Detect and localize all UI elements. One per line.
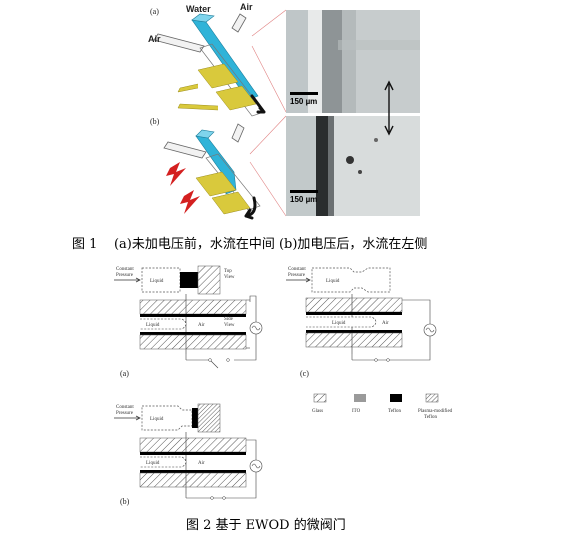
fig2a-label: (a) [120, 369, 129, 378]
figure2-caption: 图 2 基于 EWOD 的微阀门 [186, 518, 346, 533]
fig2b-label: (b) [120, 497, 130, 506]
legend-swatch-glass [313, 393, 327, 403]
figure1-caption-text: (a)未加电压前，水流在中间 (b)加电压后，水流在左侧 [113, 237, 428, 252]
liquid-label-c: Liquid [332, 321, 346, 326]
air-label-top: Air [240, 2, 253, 12]
figure1-caption: 图 1 (a)未加电压前，水流在中间 (b)加电压后，水流在左侧 [72, 233, 427, 252]
liquid-label-b-top: Liquid [150, 417, 164, 422]
micrograph-b: 150 µm [286, 116, 420, 216]
air-label-a: Air [198, 323, 205, 328]
legend-teflon: Teflon [388, 409, 401, 414]
fig1b-label: (b) [150, 117, 160, 126]
legend-plasma-2: Teflon [424, 415, 437, 420]
switch-open-icon-a [209, 359, 219, 369]
fig2c-label: (c) [300, 369, 309, 378]
fig1b-schematic: (b) [150, 117, 261, 220]
figure1-caption-number: 图 1 [72, 237, 98, 252]
lightning-icon-1 [166, 162, 186, 186]
air-label-b: Air [198, 461, 205, 466]
water-label: Water [186, 4, 211, 14]
legend-swatch-ito [354, 394, 366, 402]
flow-arrow-a [250, 94, 266, 114]
double-arrow-icon [384, 80, 394, 136]
constant-pressure-c1: Constant [288, 267, 306, 272]
scale-bar-b: 150 µm [290, 195, 317, 204]
fig2a: Constant Pressure Liquid Top View Liquid… [114, 265, 263, 378]
side-view-a2: View [224, 323, 235, 328]
legend-ito: ITO [352, 409, 361, 414]
fig2c: Constant Pressure Liquid Liquid Air (c) [286, 267, 437, 378]
legend-glass: Glass [312, 409, 323, 414]
figure2-illustration: Constant Pressure Liquid Top View Liquid… [114, 265, 453, 506]
top-view-a1: Top [224, 269, 232, 274]
fig1a-label: (a) [150, 7, 159, 16]
liquid-label-a-top: Liquid [150, 279, 164, 284]
electrode-b1 [195, 171, 237, 197]
constant-pressure-a2: Pressure [116, 273, 134, 278]
water-channel-a [191, 19, 259, 101]
liquid-label-c-top: Liquid [326, 279, 340, 284]
electrode-a2 [215, 85, 257, 111]
fig2-legend: Glass ITO Teflon Plasma-modified Teflon [312, 393, 453, 420]
electrode-a1 [197, 63, 239, 89]
fig1a-schematic: (a) Water Air Air [148, 2, 266, 117]
liquid-label-b: Liquid [146, 461, 160, 466]
liquid-label-a: Liquid [146, 323, 160, 328]
air-label-c: Air [382, 321, 389, 326]
constant-pressure-b2: Pressure [116, 411, 134, 416]
scale-bar-a: 150 µm [290, 97, 317, 106]
legend-plasma-1: Plasma-modified [418, 409, 453, 414]
constant-pressure-a1: Constant [116, 267, 134, 272]
figure1-illustration: (a) Water Air Air (b) [148, 2, 420, 220]
legend-swatch-teflon [390, 394, 402, 402]
teflon-block-a [180, 272, 198, 288]
lightning-icon-2 [180, 190, 200, 214]
fig2b: Constant Pressure Liquid Liquid Air (b) [114, 403, 263, 506]
flow-arrow-b [244, 196, 257, 220]
electrode-b2 [211, 191, 251, 215]
constant-pressure-c2: Pressure [288, 273, 306, 278]
top-view-a2: View [224, 275, 235, 280]
micrograph-a: 150 µm [286, 10, 420, 113]
legend-swatch-plasma [425, 393, 439, 403]
side-view-a1: Side [224, 317, 234, 322]
constant-pressure-b1: Constant [116, 405, 134, 410]
air-label-left: Air [148, 34, 161, 44]
